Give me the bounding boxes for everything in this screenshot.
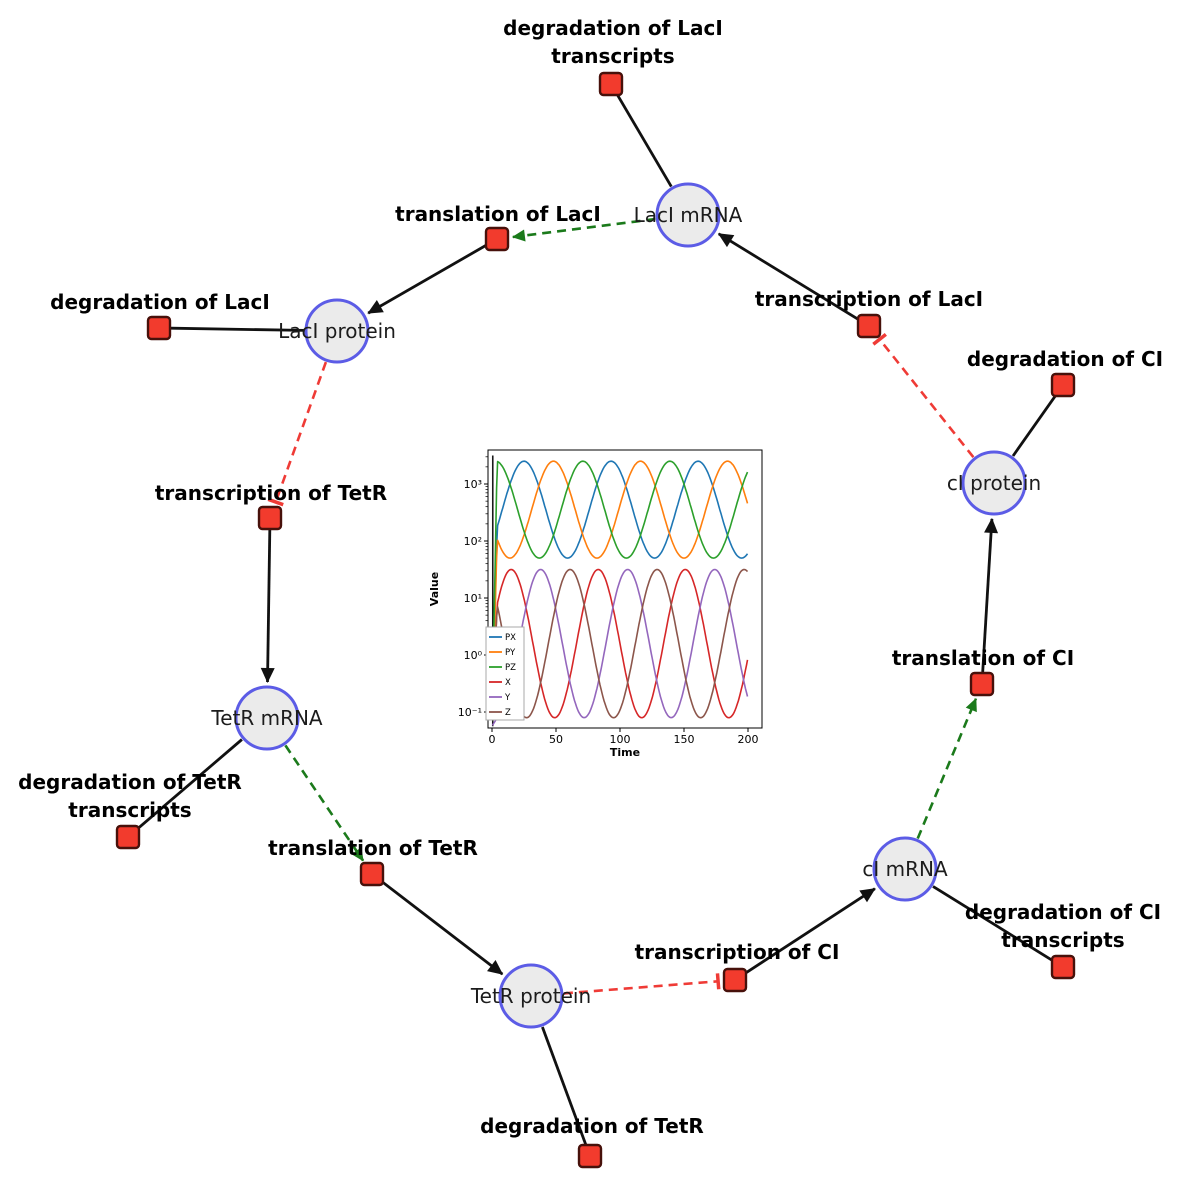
reaction-node-translation-of-laci[interactable]: [484, 226, 510, 252]
reaction-label-translation-of-tetr: translation of TetR: [268, 836, 478, 860]
species-node-tetr-protein[interactable]: [498, 963, 564, 1029]
species-label-laci-protein: LacI protein: [278, 319, 396, 343]
reaction-label-translation-of-ci: translation of CI: [892, 646, 1074, 670]
reaction-node-degradation-of-ci-transcripts[interactable]: [1050, 954, 1076, 980]
edge-modifier-tetr-mrna-to-translation-of-tetr: [284, 744, 365, 862]
edge-production-transcription-of-tetr-to-tetr-mrna: [260, 529, 275, 683]
inset-legend-frame: [485, 626, 525, 721]
species-node-laci-protein[interactable]: [304, 298, 370, 364]
inset-series-Z: [491, 568, 749, 719]
reaction-node-degradation-of-ci[interactable]: [1050, 372, 1076, 398]
inset-series-X: [491, 568, 749, 719]
reaction-node-translation-of-ci[interactable]: [969, 671, 995, 697]
species-label-ci-protein: cI protein: [947, 471, 1041, 495]
reaction-node-degradation-of-tetr-transcripts[interactable]: [115, 824, 141, 850]
edge-inhibition-laci-protein-to-transcription-of-tetr: [267, 361, 328, 507]
inset-series-PX: [491, 460, 749, 707]
inset-legend-label-X: X: [505, 678, 511, 688]
inset-y-tick-label: 10⁻¹: [458, 706, 482, 719]
inset-y-tick-label: 10¹: [464, 592, 482, 605]
edge-production-translation-of-ci-to-ci-protein: [981, 517, 999, 673]
reaction-label-transcription-of-tetr: transcription of TetR: [155, 481, 387, 505]
inset-y-tick-label: 10³: [464, 478, 482, 491]
edge-inhibition-tetr-protein-to-transcription-of-ci: [563, 973, 721, 995]
edge-production-transcription-of-laci-to-laci-mrna: [717, 232, 860, 321]
inset-ylabel: Value: [428, 572, 441, 606]
edge-consumption-tetr-mrna-to-degradation-of-tetr-transcripts: [136, 738, 243, 831]
reaction-node-translation-of-tetr[interactable]: [359, 861, 385, 887]
inset-y-tick-label: 10²: [464, 535, 482, 548]
edge-modifier-ci-mrna-to-translation-of-ci: [916, 697, 978, 839]
inset-x-tick-label: 200: [738, 733, 759, 746]
reaction-label-transcription-of-ci: transcription of CI: [635, 940, 840, 964]
inset-x-tick-label: 150: [674, 733, 695, 746]
reaction-node-transcription-of-tetr[interactable]: [257, 505, 283, 531]
species-node-tetr-mrna[interactable]: [234, 685, 300, 751]
inset-axes-frame: [487, 449, 763, 729]
reaction-node-degradation-of-laci-transcripts[interactable]: [598, 71, 624, 97]
species-node-ci-mrna[interactable]: [872, 836, 938, 902]
edge-production-transcription-of-ci-to-ci-mrna: [744, 887, 876, 975]
species-label-laci-mrna: LacI mRNA: [634, 203, 743, 227]
nodes-layer: [115, 71, 1076, 1169]
edge-consumption-laci-mrna-to-degradation-of-laci-transcripts: [615, 93, 673, 188]
edges-layer: [136, 93, 1058, 1146]
reaction-label-transcription-of-laci: transcription of LacI: [755, 287, 983, 311]
inset-x-tick-label: 0: [489, 733, 496, 746]
species-label-ci-mrna: cI mRNA: [862, 857, 948, 881]
edge-consumption-tetr-protein-to-degradation-of-tetr: [541, 1026, 588, 1146]
inset-x-tick-label: 100: [610, 733, 631, 746]
reaction-label-degradation-of-ci: degradation of CI: [967, 347, 1163, 371]
inset-x-tick-label: 50: [549, 733, 563, 746]
edge-consumption-laci-protein-to-degradation-of-laci: [170, 326, 305, 332]
reaction-label-degradation-of-laci: degradation of LacI: [50, 290, 270, 314]
inset-legend-label-Z: Z: [505, 708, 511, 718]
edge-production-translation-of-tetr-to-tetr-protein: [380, 880, 504, 976]
inset-legend-label-PZ: PZ: [505, 663, 516, 673]
species-node-ci-protein[interactable]: [961, 450, 1027, 516]
reaction-node-transcription-of-ci[interactable]: [722, 967, 748, 993]
reaction-node-degradation-of-tetr[interactable]: [577, 1143, 603, 1169]
inset-legend-label-PY: PY: [505, 648, 516, 658]
edge-production-translation-of-laci-to-laci-protein: [367, 243, 488, 315]
reaction-node-transcription-of-laci[interactable]: [856, 313, 882, 339]
inset-xlabel: Time: [610, 746, 640, 759]
inset-legend-label-Y: Y: [504, 693, 511, 703]
inset-series-Y: [491, 568, 749, 726]
inset-series-PY: [491, 460, 749, 708]
edge-modifier-laci-mrna-to-translation-of-laci: [511, 217, 656, 242]
inset-y-tick-label: 10⁰: [464, 649, 483, 662]
species-label-tetr-protein: TetR protein: [470, 984, 591, 1008]
species-node-laci-mrna[interactable]: [655, 182, 721, 248]
edge-inhibition-ci-protein-to-transcription-of-laci: [872, 332, 975, 459]
inset-legend-label-PX: PX: [505, 633, 516, 643]
edge-consumption-ci-protein-to-degradation-of-ci: [1011, 393, 1058, 457]
reaction-label-degradation-of-tetr: degradation of TetR: [480, 1114, 704, 1138]
reaction-node-degradation-of-laci[interactable]: [146, 315, 172, 341]
edge-consumption-ci-mrna-to-degradation-of-ci-transcripts: [932, 885, 1054, 962]
reaction-label-translation-of-laci: translation of LacI: [395, 202, 601, 226]
inset-series-PZ: [491, 460, 749, 700]
species-label-tetr-mrna: TetR mRNA: [210, 706, 323, 730]
